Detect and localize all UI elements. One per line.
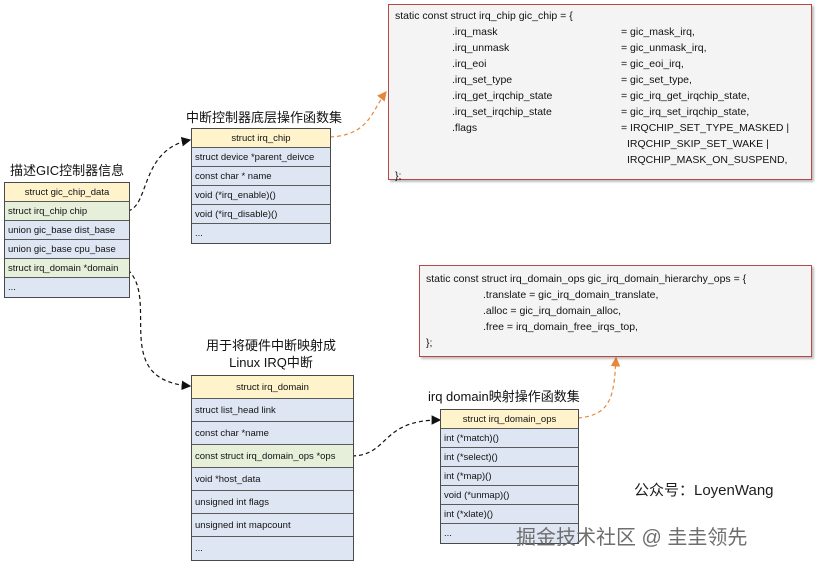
struct-irq-chip: struct irq_chip struct device *parent_de… — [191, 128, 331, 244]
struct-irq-domain: struct irq_domain struct list_head link … — [191, 375, 354, 561]
struct-field: ... — [195, 543, 203, 554]
code-line: .translate = gic_irq_domain_translate, — [483, 289, 659, 301]
struct-field: struct irq_chip chip — [5, 202, 129, 221]
struct-field: unsigned int flags — [192, 491, 353, 514]
code-line: .alloc = gic_irq_domain_alloc, — [483, 305, 622, 317]
arrow-chip-to-irq-chip — [127, 136, 192, 212]
struct-field: int (*xlate)() — [441, 505, 578, 524]
code-value: IRQCHIP_MASK_ON_SUSPEND, — [627, 154, 788, 166]
code-line: }; — [395, 170, 402, 182]
struct-field: const char * name — [192, 167, 330, 186]
struct-field: unsigned int mapcount — [192, 514, 353, 537]
struct-field: int (*match)() — [441, 429, 578, 448]
struct-header: struct irq_domain_ops — [441, 410, 578, 429]
arrow-domain-ops-to-ops-code — [577, 356, 621, 419]
struct-field: void *host_data — [192, 468, 353, 491]
arrow-irq-chip-to-gic-chip-code — [329, 91, 387, 138]
struct-field: void (*irq_disable)() — [192, 205, 330, 224]
irq-domain-caption-line1: 用于将硬件中断映射成 — [205, 338, 336, 353]
code-field: .irq_get_irqchip_state — [452, 90, 553, 102]
code-line: .free = irq_domain_free_irqs_top, — [483, 321, 638, 333]
code-field: .irq_set_irqchip_state — [452, 106, 552, 118]
code-field: .irq_unmask — [452, 42, 510, 54]
code-line: }; — [426, 337, 433, 349]
author-credit: 公众号：LoyenWang — [634, 482, 774, 499]
code-value: = gic_irq_set_irqchip_state, — [621, 106, 750, 118]
domain-ops-code-box: static const struct irq_domain_ops gic_i… — [419, 265, 812, 357]
code-value: = gic_irq_get_irqchip_state, — [621, 90, 750, 102]
gic-chip-data-caption: 描述GIC控制器信息 — [10, 163, 125, 178]
code-value: = gic_eoi_irq, — [621, 58, 684, 70]
watermark: 掘金技术社区 @ 圭圭领先 — [516, 527, 748, 549]
struct-irq-domain-ops: struct irq_domain_ops int (*match)() int… — [440, 409, 579, 544]
struct-field: ... — [195, 228, 203, 239]
struct-field: int (*map)() — [441, 467, 578, 486]
code-value: = gic_mask_irq, — [621, 26, 695, 38]
struct-field: const char *name — [192, 422, 353, 445]
struct-field: union gic_base cpu_base — [5, 240, 129, 259]
code-value: = IRQCHIP_SET_TYPE_MASKED | — [621, 122, 790, 134]
struct-field: struct device *parent_deivce — [192, 148, 330, 167]
struct-field: void (*unmap)() — [441, 486, 578, 505]
code-field: .flags — [452, 122, 478, 134]
code-line: static const struct irq_domain_ops gic_i… — [426, 273, 747, 285]
code-field: .irq_set_type — [452, 74, 513, 86]
code-field: .irq_eoi — [452, 58, 487, 70]
irq-domain-ops-caption: irq domain映射操作函数集 — [428, 389, 580, 404]
code-value: = gic_unmask_irq, — [621, 42, 707, 54]
gic-chip-code-box: static const struct irq_chip gic_chip = … — [388, 4, 812, 182]
code-line: static const struct irq_chip gic_chip = … — [395, 10, 573, 22]
struct-field: struct irq_domain *domain — [5, 259, 129, 278]
code-value: IRQCHIP_SKIP_SET_WAKE | — [627, 138, 769, 150]
struct-field: int (*select)() — [441, 448, 578, 467]
code-field: .irq_mask — [452, 26, 498, 38]
code-value: = gic_set_type, — [621, 74, 692, 86]
struct-header: struct irq_chip — [192, 129, 330, 148]
irq-domain-caption-line2: Linux IRQ中断 — [229, 355, 313, 370]
struct-field: void (*irq_enable)() — [192, 186, 330, 205]
struct-field: ... — [444, 528, 452, 539]
arrow-ops-to-irq-domain-ops — [351, 415, 442, 457]
arrow-domain-to-irq-domain — [127, 269, 192, 391]
struct-gic-chip-data: struct gic_chip_data struct irq_chip chi… — [4, 182, 130, 298]
struct-header: struct gic_chip_data — [5, 183, 129, 202]
irq-chip-caption: 中断控制器底层操作函数集 — [186, 110, 343, 125]
struct-field: ... — [8, 282, 16, 293]
struct-field: const struct irq_domain_ops *ops — [192, 445, 353, 468]
struct-field: union gic_base dist_base — [5, 221, 129, 240]
struct-field: struct list_head link — [192, 399, 353, 422]
struct-header: struct irq_domain — [192, 376, 353, 399]
